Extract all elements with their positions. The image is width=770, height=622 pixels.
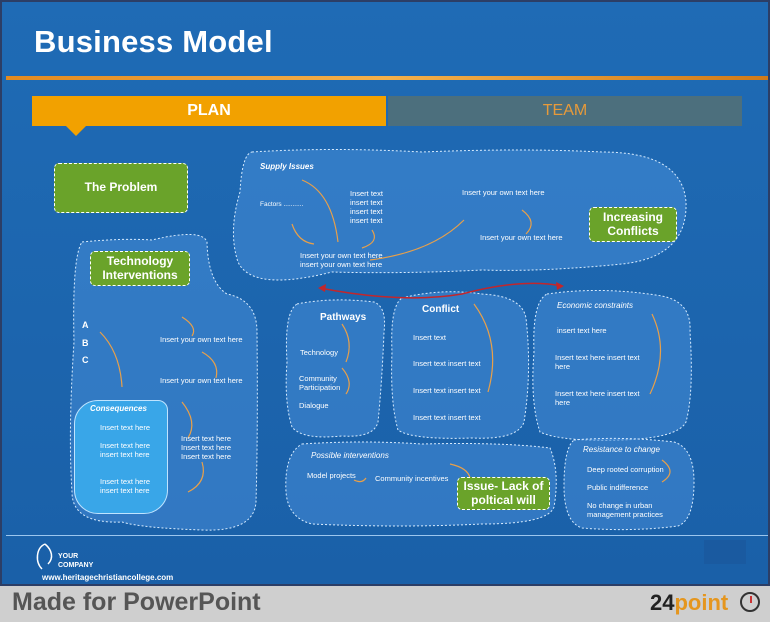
supply-right-mid: Insert your own text here [480,233,563,242]
list-item: Insert text here insert text [555,353,640,362]
letter-b: B [82,338,89,348]
list-item: No change in urban [587,501,653,510]
brand-logo: 24point [650,590,728,616]
list-item: Insert text here [181,452,232,461]
resistance-item-3: No change in urban management practices [587,501,663,519]
pathways-community: Community Participation [299,374,340,392]
resistance-heading: Resistance to change [583,445,660,454]
model-projects: Model projects [307,471,356,480]
tech-text-1: Insert your own text here [160,335,243,344]
economic-heading: Economic constraints [557,301,634,310]
consequences-list-2: Insert text here insert text here [100,441,150,459]
consequences-list: Insert text here [100,423,150,432]
slide: Business Model PLAN TEAM [0,0,770,586]
community-incentives: Community incentives [375,474,449,483]
resistance-item: Deep rooted corruption [587,465,664,474]
list-item: Insert text here insert text [555,389,640,398]
supply-right-top: Insert your own text here [462,188,545,197]
brand-word: point [674,590,729,615]
list-item: Insert text here [181,443,232,452]
watermark-url: www.heritagechristiancollege.com [42,573,174,582]
list-item: management practices [587,510,663,519]
conflict-heading: Conflict [422,304,460,315]
economic-item: insert text here [557,326,607,335]
tech-text-2: Insert your own text here [160,376,243,385]
pathways-heading: Pathways [320,312,367,323]
list-item: Insert your own text here [300,251,383,260]
conflict-item: Insert text insert text [413,359,481,368]
company-line-2: COMPANY [58,562,94,569]
list-item: Insert text [350,189,383,198]
list-item: Insert text here [100,423,151,432]
pathways-blob [285,299,385,438]
pathways-item: Technology [300,348,338,357]
list-item: insert text here [100,486,150,495]
pathways-item: Dialogue [299,401,329,410]
tech-interventions-box[interactable]: Technology Interventions [90,251,190,286]
list-item: Participation [299,383,341,392]
list-item: insert text [350,198,383,207]
tab-team[interactable]: TEAM [388,96,742,126]
increasing-conflicts-box[interactable]: Increasing Conflicts [589,207,677,242]
list-item: Insert text here [100,441,151,450]
list-item: insert text here [100,450,150,459]
title-rule [6,76,768,80]
consequences-heading: Consequences [90,404,147,413]
consequences-panel [74,400,168,514]
list-item: Community [299,374,337,383]
list-item: here [555,398,571,407]
list-item: insert your own text here [300,260,383,269]
list-item: here [555,362,571,371]
corner-block [704,540,746,564]
list-item: Insert text here [181,434,232,443]
economic-item-2: Insert text here insert text here [555,353,640,371]
tab-pointer [66,126,86,136]
supply-heading: Supply Issues [260,162,314,171]
company-line-1: YOUR [58,553,79,560]
consequences-list-3: Insert text here insert text here [100,477,150,495]
conflict-blob [391,291,530,439]
slide-title: Business Model [34,24,273,59]
economic-item-3: Insert text here insert text here [555,389,640,407]
clock-icon [740,592,760,612]
brand-num: 24 [650,590,675,615]
letter-c: C [82,355,89,365]
list-item: insert text [350,207,383,216]
tab-plan[interactable]: PLAN [32,96,386,126]
supply-bottom-text: Insert your own text here insert your ow… [300,251,383,269]
made-for-powerpoint: Made for PowerPoint [12,588,261,616]
list-item: insert text [350,216,383,225]
letter-a: A [82,320,89,330]
supply-insert-list: Insert text insert text insert text inse… [350,189,383,225]
supply-blob [232,149,687,281]
resistance-item: Public indifference [587,483,649,492]
list-item: Insert text here [100,477,151,486]
issue-box[interactable]: Issue- Lack of poltical will [457,477,550,510]
bottom-rule [6,535,768,536]
company-name: YOUR COMPANY [58,552,93,570]
economic-blob [532,289,692,441]
conflict-item: Insert text insert text [413,386,481,395]
company-logo-icon [36,543,53,570]
conflict-item: Insert text insert text [413,413,481,422]
problem-box[interactable]: The Problem [54,163,188,213]
conflict-item: Insert text [413,333,446,342]
footer-bar [0,586,770,622]
tech-side-list: Insert text here Insert text here Insert… [181,434,231,461]
interventions-heading: Possible interventions [311,451,389,460]
supply-factors: Factors ........... [260,201,304,208]
resistance-blob [563,437,695,531]
